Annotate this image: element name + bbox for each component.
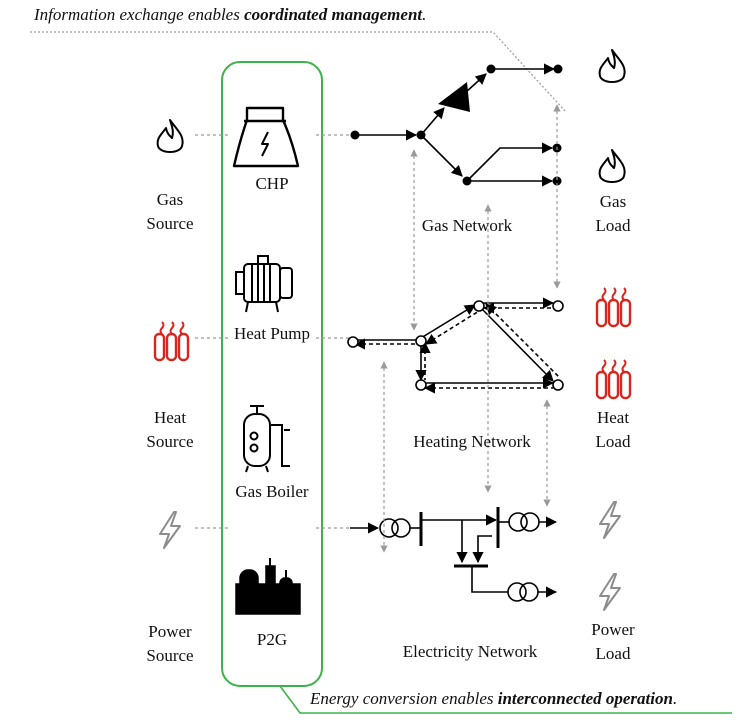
- lightning-icon: [599, 573, 621, 611]
- gas-nodes: [350, 64, 563, 186]
- top-caption-emphasis: coordinated management: [244, 5, 423, 24]
- electricity-network: [350, 507, 558, 602]
- top-caption-connector: [30, 31, 567, 113]
- info-links: [380, 104, 561, 553]
- heat-pump-label: Heat Pump: [233, 324, 311, 343]
- flame-icon: [156, 119, 184, 153]
- electricity-network-label: Electricity Network: [402, 642, 538, 661]
- radiator-icon: [595, 358, 632, 400]
- lightning-icon: [159, 511, 181, 549]
- bottom-caption-emphasis: interconnected operation: [497, 689, 673, 708]
- bottom-caption-connector: [279, 685, 732, 714]
- top-caption: Information exchange enables coordinated…: [34, 5, 426, 25]
- heating-network: [353, 297, 560, 394]
- gas-network: [355, 63, 556, 187]
- bottom-caption-end: .: [672, 689, 678, 708]
- bottom-caption-text: Energy conversion enables: [310, 689, 498, 708]
- heating-network-label: Heating Network: [413, 432, 531, 451]
- p2g-plant-icon: [235, 558, 301, 615]
- radiator-icon: [595, 286, 632, 328]
- bottom-caption: Energy conversion enables interconnected…: [310, 689, 677, 709]
- radiator-icon: [153, 320, 190, 362]
- gas-network-label: Gas Network: [421, 216, 513, 235]
- gas-boiler-icon: [243, 405, 290, 473]
- top-caption-end: .: [422, 5, 427, 24]
- p2g-label: P2G: [256, 630, 288, 649]
- top-caption-text: Information exchange enables: [34, 5, 245, 24]
- compressor: [438, 82, 470, 112]
- gas-boiler-label: Gas Boiler: [235, 482, 309, 501]
- flame-icon: [598, 149, 626, 183]
- chp-plant-icon: [232, 106, 300, 168]
- converter-box: [221, 61, 323, 687]
- heat-pump-icon: [235, 255, 293, 313]
- chp-label: CHP: [255, 174, 289, 193]
- heating-nodes: [347, 300, 564, 391]
- flame-icon: [598, 49, 626, 83]
- lightning-icon: [599, 501, 621, 539]
